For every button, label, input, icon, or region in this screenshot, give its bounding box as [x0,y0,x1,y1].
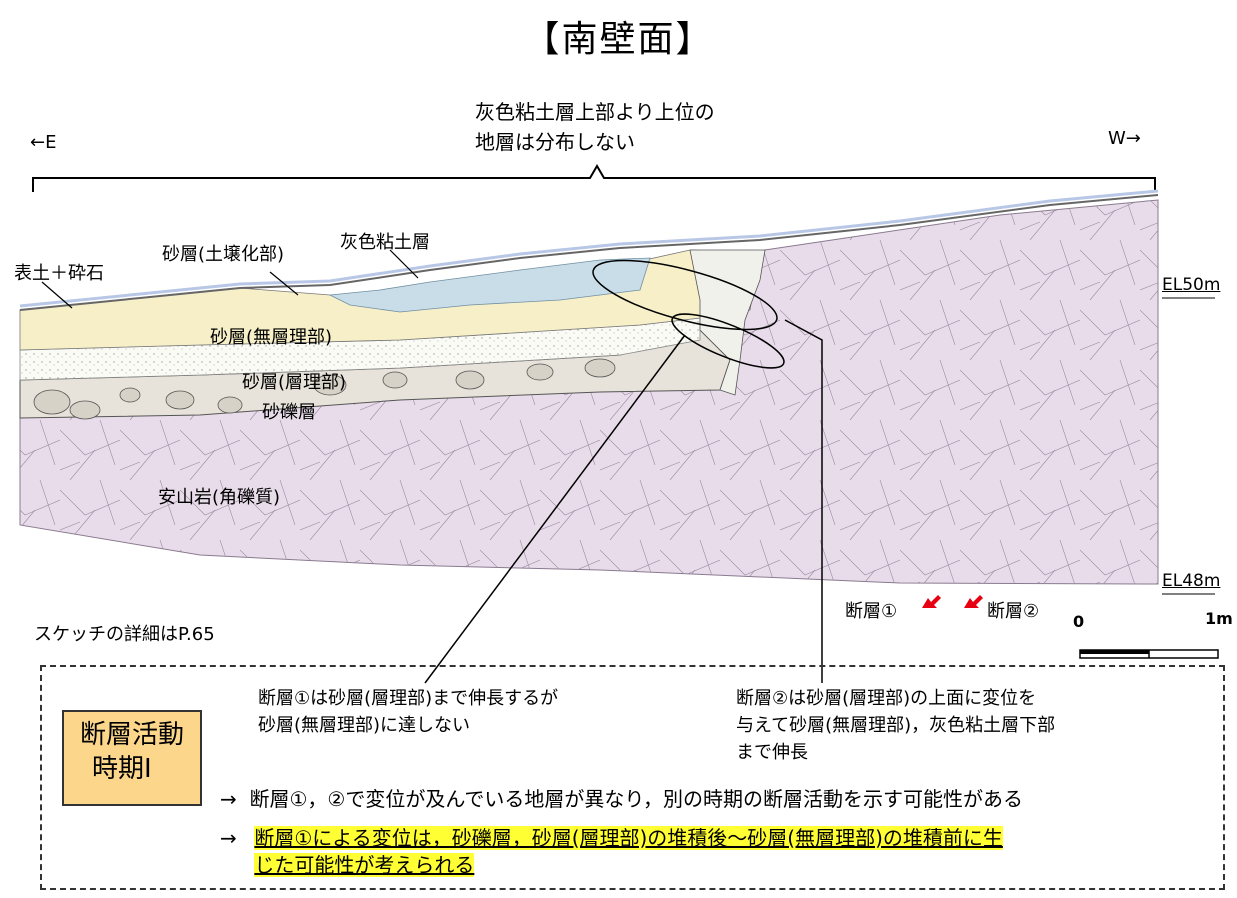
top-bracket [32,164,1156,192]
conclusion-1: → 断層①，②で変位が及んでいる地層が異なり，別の時期の断層活動を示す可能性があ… [220,787,1023,811]
activity-period-badge: 断層活動 時期Ⅰ [62,710,202,806]
explanation-box [40,665,1225,890]
gray-clay-layer [328,257,651,313]
fault-ellipse-upper [592,259,778,331]
scale-start: 0 [1073,612,1085,631]
direction-west: W→ [1108,128,1141,149]
fault2-legend: 断層② [987,601,1040,622]
label-sand-massive: 砂層(無層理部) [210,327,333,348]
conclusion-2: → 断層①による変位は，砂礫層，砂層(層理部)の堆積後～砂層(無層理部)の堆積前… [220,826,1003,877]
fault-arrow-2 [964,595,983,608]
fault-ellipse-lower [671,313,785,369]
fault2-leader [784,319,823,683]
fault1-leader [424,334,686,684]
direction-east: ←E [30,132,57,153]
label-sand-soil: 砂層(土壌化部) [162,244,285,265]
label-leader-topsoil [41,281,73,309]
scale-end: 1m [1205,609,1233,628]
fault1-note: 断層①は砂層(層理部)まで伸長するが 砂層(無層理部)に達しない [258,688,559,736]
label-leader-sand-soil [269,271,299,296]
top-note: 灰色粘土層上部より上位の 地層は分布しない [475,100,715,154]
label-sand-bedded: 砂層(層理部) [242,372,347,393]
label-gray-clay: 灰色粘土層 [340,232,430,253]
label-gravel: 砂礫層 [262,402,316,423]
fault-arrow-1 [922,595,941,608]
conclusion-2-line1: 断層①による変位は，砂礫層，砂層(層理部)の堆積後～砂層(無層理部)の堆積前に生 [254,826,1003,850]
fault2-note: 断層②は砂層(層理部)の上面に変位を 与えて砂層(無層理部)，灰色粘土層下部 ま… [736,688,1056,763]
label-topsoil: 表土＋砕石 [14,263,104,284]
fault-zone [689,249,766,396]
label-andesite: 安山岩(角礫質) [158,487,281,508]
surface-line [19,194,1159,311]
elevation-lower: EL48m [1162,571,1221,591]
sketch-reference: スケッチの詳細はP.65 [34,624,215,645]
elevation-upper: EL50m [1162,275,1221,295]
label-leader-gray-clay [389,249,419,279]
fault1-legend: 断層① [845,601,898,622]
scale-bar [1079,649,1219,659]
conclusion-2-line2: じた可能性が考えられる [254,853,475,877]
page-title: 【南壁面】 [523,19,714,60]
